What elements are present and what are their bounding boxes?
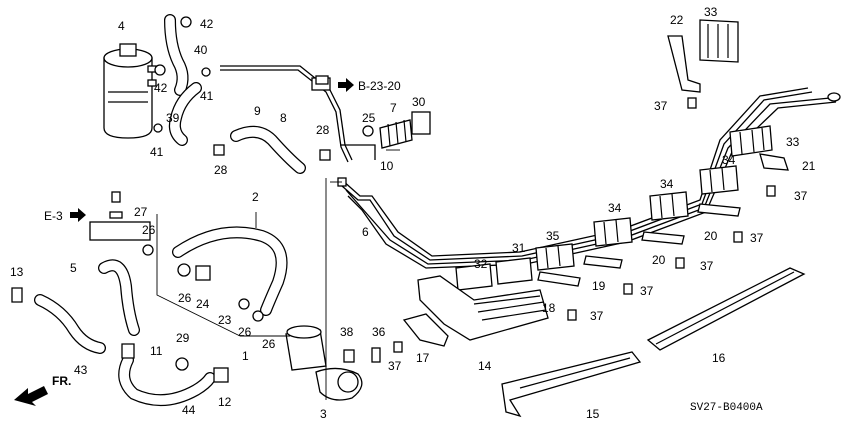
callout-28b: 28: [316, 123, 330, 137]
callout-6: 6: [362, 225, 369, 239]
callout-31: 31: [512, 241, 526, 255]
tube-clamps-upper: [315, 75, 431, 149]
callout-11: 11: [150, 344, 163, 358]
canister-hoses: [153, 14, 211, 146]
callout-25: 25: [362, 111, 376, 125]
callout-20: 20: [652, 253, 666, 267]
callout-37c: 37: [750, 231, 764, 245]
direction-label: FR.: [52, 374, 71, 388]
callout-35: 35: [546, 229, 560, 243]
callout-43: 43: [74, 363, 88, 377]
callout-26c: 26: [238, 325, 252, 339]
callout-21: 21: [802, 159, 816, 173]
callout-26: 26: [142, 223, 156, 237]
callout-37d: 37: [700, 259, 714, 273]
callout-27: 27: [134, 205, 148, 219]
callout-37a: 37: [654, 99, 668, 113]
callout-32: 32: [474, 257, 488, 271]
callout-12: 12: [218, 395, 232, 409]
callout-42: 42: [200, 17, 214, 31]
charcoal-canister: [103, 43, 157, 139]
callout-34c: 34: [608, 201, 622, 215]
callout-16: 16: [712, 351, 726, 365]
callout-20b: 20: [704, 229, 718, 243]
callout-5: 5: [70, 261, 77, 275]
callout-40: 40: [194, 43, 208, 57]
callout-14: 14: [478, 359, 492, 373]
callout-19: 19: [592, 279, 606, 293]
callout-7: 7: [390, 101, 397, 115]
ref-label-b: B-23-20: [358, 79, 401, 93]
line-clamps: [455, 19, 773, 291]
callout-41: 41: [200, 89, 214, 103]
callout-37b: 37: [794, 189, 808, 203]
callout-28: 28: [214, 163, 228, 177]
fuel-filter-assembly: [142, 226, 363, 401]
callout-37f: 37: [590, 309, 604, 323]
callout-1: 1: [242, 349, 249, 363]
callout-36: 36: [372, 325, 386, 339]
bolts-37: [393, 97, 776, 353]
line-protectors: [402, 267, 806, 418]
callout-38: 38: [340, 325, 354, 339]
upper-vapor-tubes: [213, 65, 376, 174]
callout-33b: 33: [786, 135, 800, 149]
callout-17: 17: [416, 351, 430, 365]
front-hoses: [11, 191, 381, 407]
callout-13: 13: [10, 265, 24, 279]
callout-numbers: 1 2 3 4 5 6 7 8 9 10 11 12 13 14 15 16 1…: [10, 5, 816, 421]
callout-39: 39: [166, 111, 180, 125]
drawing-code: SV27-B0400A: [690, 402, 763, 414]
callout-9: 9: [254, 104, 261, 118]
callout-26d: 26: [262, 337, 276, 351]
callout-34b: 34: [660, 177, 674, 191]
callout-18: 18: [542, 301, 556, 315]
callout-15: 15: [586, 407, 600, 421]
callout-34: 34: [722, 153, 736, 167]
callout-37g: 37: [388, 359, 402, 373]
callout-33: 33: [704, 5, 718, 19]
callout-37e: 37: [640, 284, 654, 298]
callout-44: 44: [182, 403, 196, 417]
ref-label-e: E-3: [44, 209, 63, 223]
leader-lines: [156, 149, 400, 400]
callout-8: 8: [280, 111, 287, 125]
callout-30: 30: [412, 95, 426, 109]
callout-29: 29: [176, 331, 190, 345]
text-labels: B-23-20 E-3 FR. SV27-B0400A: [44, 79, 763, 414]
callout-22: 22: [670, 13, 684, 27]
callout-23: 23: [218, 313, 232, 327]
callout-10: 10: [380, 159, 394, 173]
reference-arrows: [14, 78, 354, 406]
callout-2: 2: [252, 190, 259, 204]
callout-24: 24: [196, 297, 210, 311]
callout-4: 4: [118, 19, 125, 33]
callout-3: 3: [320, 407, 327, 421]
callout-26b: 26: [178, 291, 192, 305]
brackets: [537, 35, 789, 287]
callout-42b: 42: [154, 81, 168, 95]
callout-41b: 41: [150, 145, 164, 159]
